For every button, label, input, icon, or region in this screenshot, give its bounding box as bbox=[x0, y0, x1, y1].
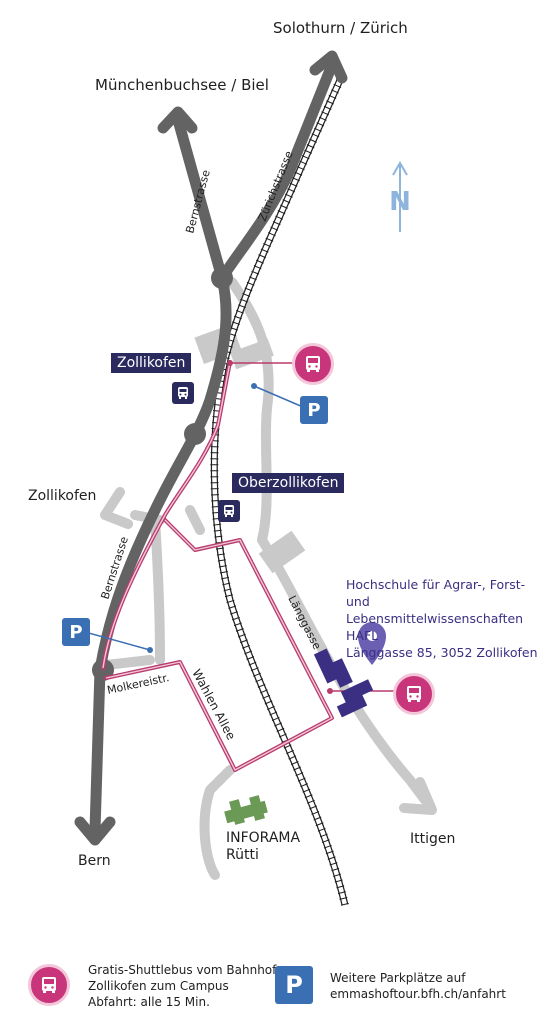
legend-parking-text: Weitere Parkplätze auf emmashoftour.bfh.… bbox=[330, 971, 506, 1001]
station-label-zollikofen: Zollikofen bbox=[111, 353, 192, 373]
north-arrow-icon bbox=[392, 161, 408, 232]
grey-arrowheads bbox=[100, 487, 437, 815]
parking-icon: P bbox=[62, 618, 90, 646]
label-bern: Bern bbox=[78, 853, 111, 869]
label-inforama: INFORAMA Rütti bbox=[226, 830, 301, 863]
inforama-building bbox=[224, 795, 268, 825]
railway bbox=[210, 78, 349, 906]
main-roads bbox=[89, 59, 338, 836]
destination-line-2: Lebensmittelwissenschaften HAFL bbox=[346, 611, 524, 643]
train-icon bbox=[218, 500, 240, 522]
label-muenchenbuchsee-biel: Münchenbuchsee / Biel bbox=[95, 76, 269, 94]
hafl-campus-buildings bbox=[313, 648, 374, 718]
destination-line-3: Länggasse 85, 3052 Zollikofen bbox=[346, 645, 538, 660]
junction-dots bbox=[92, 267, 233, 681]
train-icon bbox=[172, 382, 194, 404]
destination-line-1: Hochschule für Agrar-, Forst- und bbox=[346, 577, 526, 609]
legend-parking-letter: P bbox=[285, 971, 303, 999]
shuttle-bus-icon bbox=[292, 343, 334, 385]
shuttle-bus-icon bbox=[393, 673, 435, 715]
station-blocks bbox=[194, 324, 306, 574]
legend-shuttle-bus-icon bbox=[28, 964, 70, 1006]
label-ittigen: Ittigen bbox=[410, 831, 456, 847]
legend-parking-icon: P bbox=[275, 966, 313, 1004]
destination-address: Hochschule für Agrar-, Forst- und Lebens… bbox=[346, 576, 551, 661]
label-zollikofen-west: Zollikofen bbox=[28, 488, 97, 504]
label-solothurn-zuerich: Solothurn / Zürich bbox=[273, 19, 408, 37]
shuttle-route-inner bbox=[102, 361, 333, 771]
station-label-oberzollikofen: Oberzollikofen bbox=[232, 473, 345, 493]
parking-icon: P bbox=[300, 396, 328, 424]
parking-letter: P bbox=[307, 399, 321, 421]
legend-shuttle-text: Gratis-Shuttlebus vom Bahnhof Zollikofen… bbox=[88, 963, 277, 1009]
location-pin-icon bbox=[358, 622, 386, 665]
main-arrowheads bbox=[74, 50, 348, 846]
parking-letter: P bbox=[69, 621, 83, 643]
compass-letter: N bbox=[389, 187, 411, 217]
